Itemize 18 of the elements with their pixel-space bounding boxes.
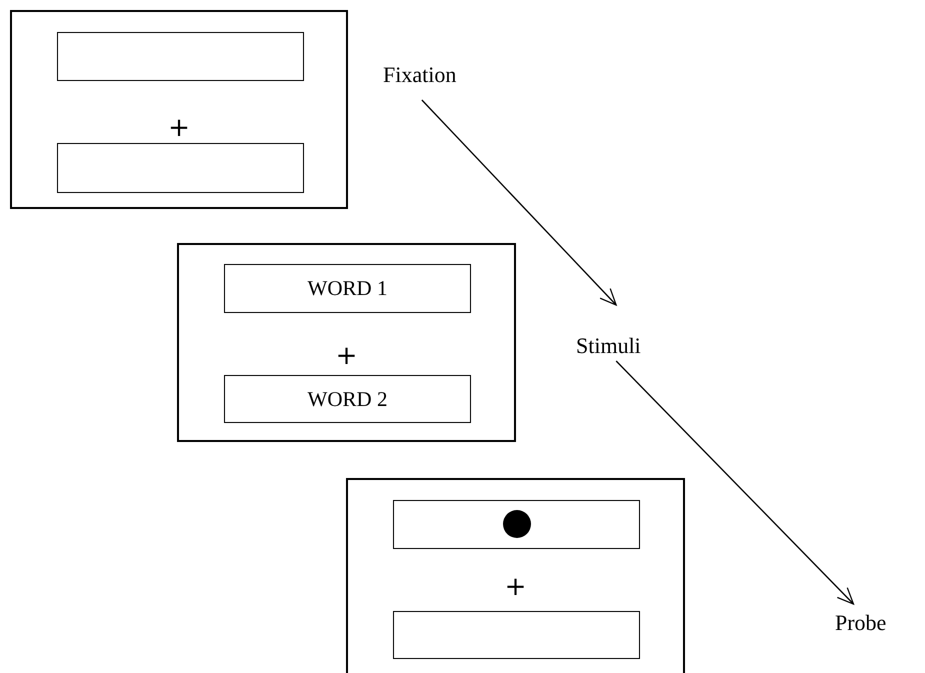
arrow — [421, 100, 617, 306]
phase-label: Stimuli — [576, 305, 641, 361]
dot-icon — [503, 510, 531, 538]
arrow — [616, 360, 854, 605]
text-box: WORD 1 — [224, 264, 471, 313]
screen-frame — [346, 478, 685, 673]
text-box — [57, 32, 304, 81]
text-box: WORD 2 — [224, 375, 471, 423]
phase-label: Fixation — [383, 62, 456, 100]
plus-sign: + — [504, 574, 528, 600]
plus-sign: + — [167, 115, 191, 141]
screen-frame — [177, 243, 516, 442]
text-box — [57, 143, 304, 193]
text-box — [393, 611, 640, 659]
plus-sign: + — [334, 343, 358, 369]
text-box — [393, 500, 640, 549]
phase-label: Probe — [835, 604, 886, 636]
screen-frame — [10, 10, 348, 209]
